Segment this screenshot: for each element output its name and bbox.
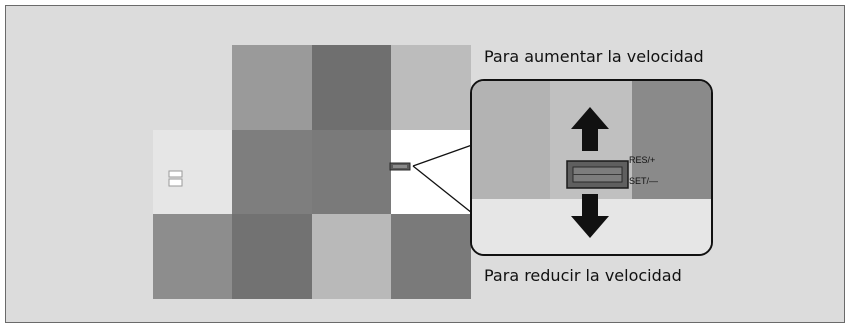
cruise-switch-small-icon bbox=[389, 162, 411, 171]
arrow-up-icon bbox=[571, 107, 609, 151]
mosaic-tile bbox=[391, 130, 471, 214]
mosaic-tile bbox=[391, 214, 471, 299]
mosaic-tile bbox=[312, 130, 391, 214]
mosaic-tile bbox=[312, 214, 391, 299]
increase-speed-label: Para aumentar la velocidad bbox=[484, 47, 704, 66]
switch-callout: RES/+ SET/— bbox=[470, 79, 713, 256]
mosaic-tile bbox=[312, 45, 391, 130]
res-plus-label: RES/+ bbox=[629, 155, 656, 165]
mosaic-tile bbox=[153, 130, 232, 214]
steering-control-icon bbox=[168, 170, 183, 187]
set-minus-label: SET/— bbox=[629, 176, 659, 186]
mosaic-tile bbox=[232, 45, 312, 130]
arrow-down-icon bbox=[571, 194, 609, 238]
mosaic-tile bbox=[153, 214, 232, 299]
mosaic-tile bbox=[232, 214, 312, 299]
decrease-speed-label: Para reducir la velocidad bbox=[484, 266, 682, 285]
callout-tile bbox=[632, 81, 711, 199]
cruise-switch-icon bbox=[566, 160, 629, 189]
mosaic-tile bbox=[391, 45, 471, 130]
callout-tile bbox=[472, 81, 550, 199]
mosaic-tile bbox=[232, 130, 312, 214]
